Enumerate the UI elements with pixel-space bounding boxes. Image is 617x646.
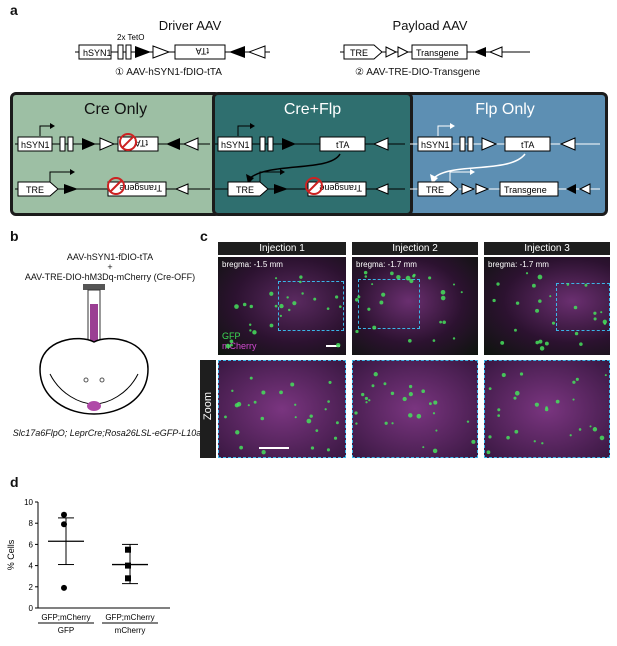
x-category-sublabel: GFP	[58, 626, 74, 635]
svg-text:TRE: TRE	[236, 185, 254, 195]
x-category-sublabel: mCherry	[115, 626, 146, 635]
data-point	[125, 546, 131, 553]
vector-plus: +	[107, 262, 113, 272]
svg-text:Transgene: Transgene	[416, 48, 459, 58]
y-tick-label: 10	[24, 498, 33, 507]
bregma-3: bregma: -1.7 mm	[488, 260, 549, 269]
scale-bar-2	[259, 447, 289, 449]
injection-header-3: Injection 3	[484, 242, 610, 255]
svg-text:hSYN1: hSYN1	[421, 140, 450, 150]
box-constructs: hSYN1 tTA TRE Transgene hSYN1 tTA TRE Tr…	[15, 123, 600, 197]
payload-construct: TRE Transgene	[340, 44, 530, 60]
data-point	[125, 575, 131, 582]
svg-text:TRE: TRE	[350, 48, 368, 58]
roi-box-2	[358, 279, 420, 329]
legend-mcherry: mCherry	[222, 341, 257, 351]
data-point	[125, 562, 131, 569]
injection-header-2: Injection 2	[352, 242, 478, 255]
data-point	[61, 511, 67, 518]
cre-flp-title: Cre+Flp	[283, 101, 342, 118]
panel-a-label: a	[10, 2, 18, 18]
zoom-label-bar: Zoom	[200, 360, 216, 458]
y-tick-label: 8	[29, 519, 34, 528]
svg-text:Transgene: Transgene	[319, 183, 362, 193]
bregma-2: bregma: -1.7 mm	[356, 260, 417, 269]
svg-text:Transgene: Transgene	[504, 185, 547, 195]
svg-text:TRE: TRE	[426, 185, 444, 195]
roi-box-3	[556, 283, 610, 331]
cre-only-title: Cre Only	[83, 101, 148, 118]
svg-text:hSYN1: hSYN1	[83, 48, 112, 58]
svg-text:Transgene: Transgene	[119, 183, 162, 193]
flp-only-title: Flp Only	[475, 101, 535, 118]
legend-gfp: GFP	[222, 331, 241, 341]
svg-text:TRE: TRE	[26, 185, 44, 195]
svg-text:hSYN1: hSYN1	[221, 140, 250, 150]
zoom-2	[352, 360, 478, 458]
driver-title: Driver AAV	[158, 18, 222, 33]
y-tick-label: 6	[29, 540, 34, 549]
micrograph-1: bregma: -1.5 mm GFP mCherry	[218, 257, 346, 355]
zoom-1	[218, 360, 346, 458]
genotype-label: Slc17a6FlpO; LeprCre;Rosa26LSL-eGFP-L10a	[12, 428, 202, 438]
payload-caption: ② AAV-TRE-DIO-Transgene	[355, 67, 481, 78]
micrograph-2: bregma: -1.7 mm	[352, 257, 478, 355]
panel-b-label: b	[10, 228, 19, 244]
data-point	[61, 584, 67, 591]
data-point	[61, 521, 67, 528]
bregma-1: bregma: -1.5 mm	[222, 260, 283, 269]
panel-d-label: d	[10, 474, 19, 490]
x-category-label: GFP;mCherry	[41, 613, 90, 622]
x-category-label: GFP;mCherry	[105, 613, 154, 622]
roi-box-1	[278, 281, 344, 331]
driver-construct: 2x TetO hSYN1 tTA	[75, 33, 270, 60]
y-tick-label: 4	[29, 562, 34, 571]
svg-text:tTA: tTA	[336, 140, 349, 150]
brain-injection-illustration	[39, 284, 149, 415]
zoom-label: Zoom	[202, 391, 214, 421]
scale-bar-1	[326, 345, 340, 347]
driver-caption: ① AAV-hSYN1-fDIO-tTA	[115, 67, 222, 78]
svg-text:tTA: tTA	[521, 140, 534, 150]
y-tick-label: 0	[29, 604, 34, 613]
zoom-3	[484, 360, 610, 458]
vector-2: AAV-TRE-DIO-hM3Dq-mCherry (Cre-OFF)	[24, 272, 196, 282]
micrograph-3: bregma: -1.7 mm	[484, 257, 610, 355]
injection-header-1: Injection 1	[218, 242, 346, 255]
svg-text:tTA: tTA	[196, 46, 209, 56]
svg-text:tTA: tTA	[135, 138, 148, 148]
y-axis-label: % Cells	[6, 539, 16, 570]
panel-c-label: c	[200, 228, 208, 244]
svg-text:hSYN1: hSYN1	[21, 140, 50, 150]
tet-label: 2x TetO	[117, 33, 144, 42]
y-tick-label: 2	[29, 583, 34, 592]
payload-title: Payload AAV	[392, 18, 468, 33]
vector-1: AAV-hSYN1-fDIO-tTA	[66, 252, 154, 262]
